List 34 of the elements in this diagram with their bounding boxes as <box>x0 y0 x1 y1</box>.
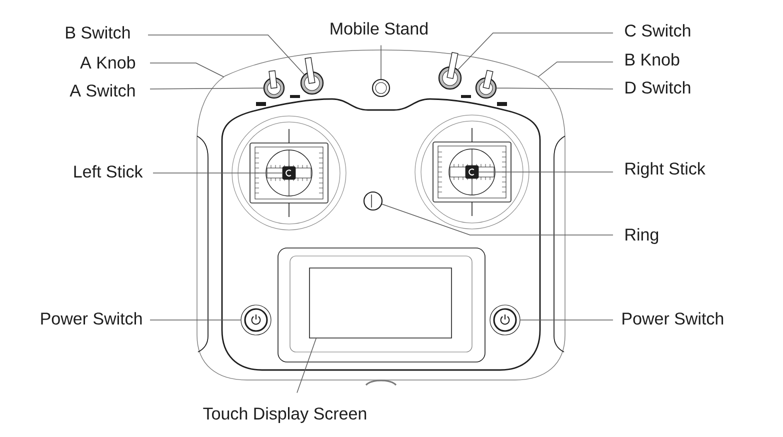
toggle-switch <box>263 70 285 99</box>
leader-line <box>457 32 614 70</box>
display-screen <box>309 268 452 338</box>
part-label: Right Stick <box>626 162 706 178</box>
leader-line <box>152 172 283 174</box>
part-label: Power Switch <box>41 312 142 325</box>
part-label: A Knob <box>80 56 136 69</box>
leader-line <box>496 88 614 90</box>
leader-line <box>296 338 316 394</box>
leader-line <box>538 62 614 78</box>
part-label: B Knob <box>626 53 680 66</box>
leader-line <box>148 34 305 76</box>
toggle-switch <box>438 52 462 90</box>
part-label: Mobile Stand <box>330 22 428 35</box>
part-label: Ring <box>626 228 658 244</box>
stick-knob <box>282 166 296 180</box>
part-label: Power Switch <box>622 312 724 325</box>
power-button <box>490 304 520 336</box>
part-label: Left Stick <box>74 165 143 178</box>
leader-line <box>150 88 264 90</box>
leader-line <box>150 62 224 78</box>
toggle-switch <box>475 70 497 99</box>
power-button <box>240 304 272 336</box>
part-label: Touch Display Screen <box>203 407 366 423</box>
socket <box>372 78 390 98</box>
ring <box>363 191 383 211</box>
stick-knob <box>465 165 479 179</box>
toggle-switch <box>300 57 324 95</box>
part-label: A Switch <box>70 84 135 97</box>
leader-line <box>380 44 382 80</box>
part-label: C Switch <box>625 24 690 37</box>
part-label: B Switch <box>66 26 130 39</box>
leader-line <box>382 204 614 236</box>
part-label: D Switch <box>626 81 690 94</box>
